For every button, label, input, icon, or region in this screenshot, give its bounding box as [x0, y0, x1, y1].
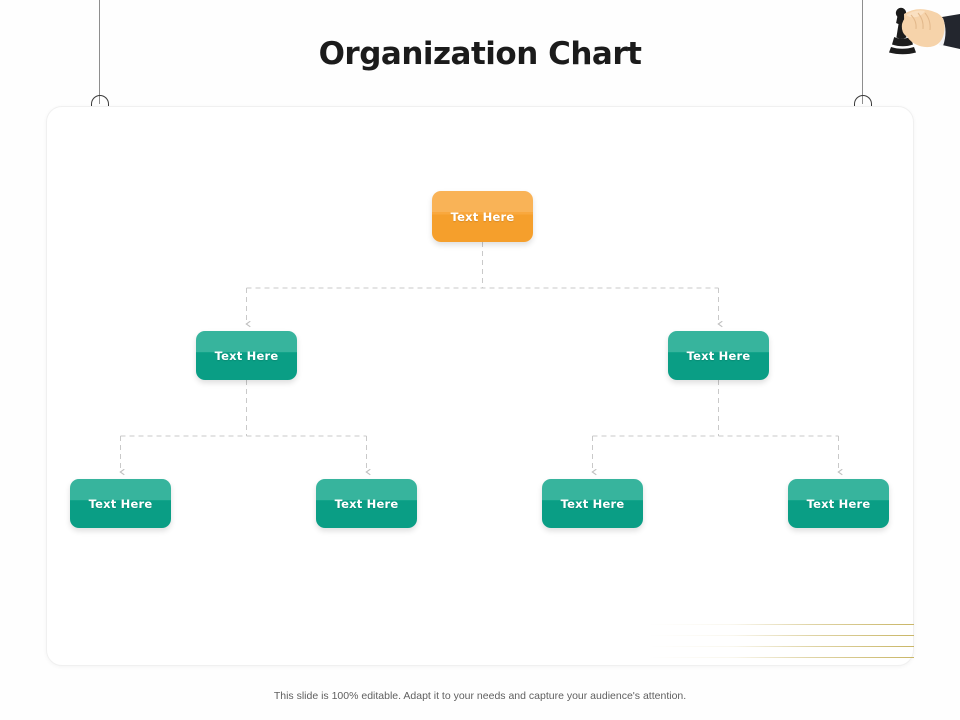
org-node-level2-2[interactable]: Text Here [316, 479, 417, 528]
org-node-level2-4[interactable]: Text Here [788, 479, 889, 528]
hanging-string-right [862, 0, 863, 104]
org-node-label: Text Here [560, 496, 625, 511]
organization-chart: Text Here Text Here Text Here Text Here … [46, 106, 914, 666]
connector-lines [46, 242, 914, 666]
binder-clip-loop [91, 95, 109, 112]
hanging-string-left [99, 0, 100, 104]
org-node-level2-3[interactable]: Text Here [542, 479, 643, 528]
org-node-label: Text Here [686, 348, 751, 363]
binder-clip-loop [854, 95, 872, 112]
org-node-level1-right[interactable]: Text Here [668, 331, 769, 380]
gold-accent-lines [648, 620, 914, 664]
slide-caption: This slide is 100% editable. Adapt it to… [273, 690, 687, 702]
page-title: Organization Chart [318, 36, 642, 72]
org-node-label: Text Here [806, 496, 871, 511]
org-node-label: Text Here [88, 496, 153, 511]
org-node-root[interactable]: Text Here [432, 191, 533, 242]
org-node-level1-left[interactable]: Text Here [196, 331, 297, 380]
org-node-label: Text Here [214, 348, 279, 363]
org-node-level2-1[interactable]: Text Here [70, 479, 171, 528]
org-node-label: Text Here [450, 209, 515, 224]
org-node-label: Text Here [334, 496, 399, 511]
hand-holding-chess-piece-icon [884, 2, 960, 68]
